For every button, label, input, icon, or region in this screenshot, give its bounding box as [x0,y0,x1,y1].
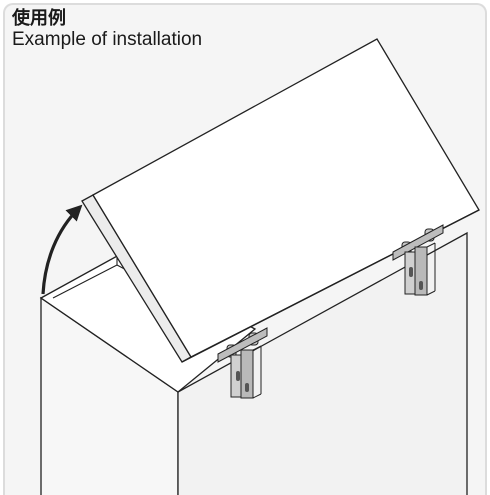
caption-english: Example of installation [12,29,203,50]
caption-japanese: 使用例 [12,8,66,29]
hinge-right [392,224,444,296]
box-opening [39,254,257,393]
figure-caption: 使用例 Example of installation [12,8,202,50]
box-side-face [177,231,468,495]
figure-panel: 使用例 Example of installation [3,3,487,495]
installation-drawing [39,38,480,495]
hinge-left [217,327,268,399]
opening-arrow [41,204,83,295]
